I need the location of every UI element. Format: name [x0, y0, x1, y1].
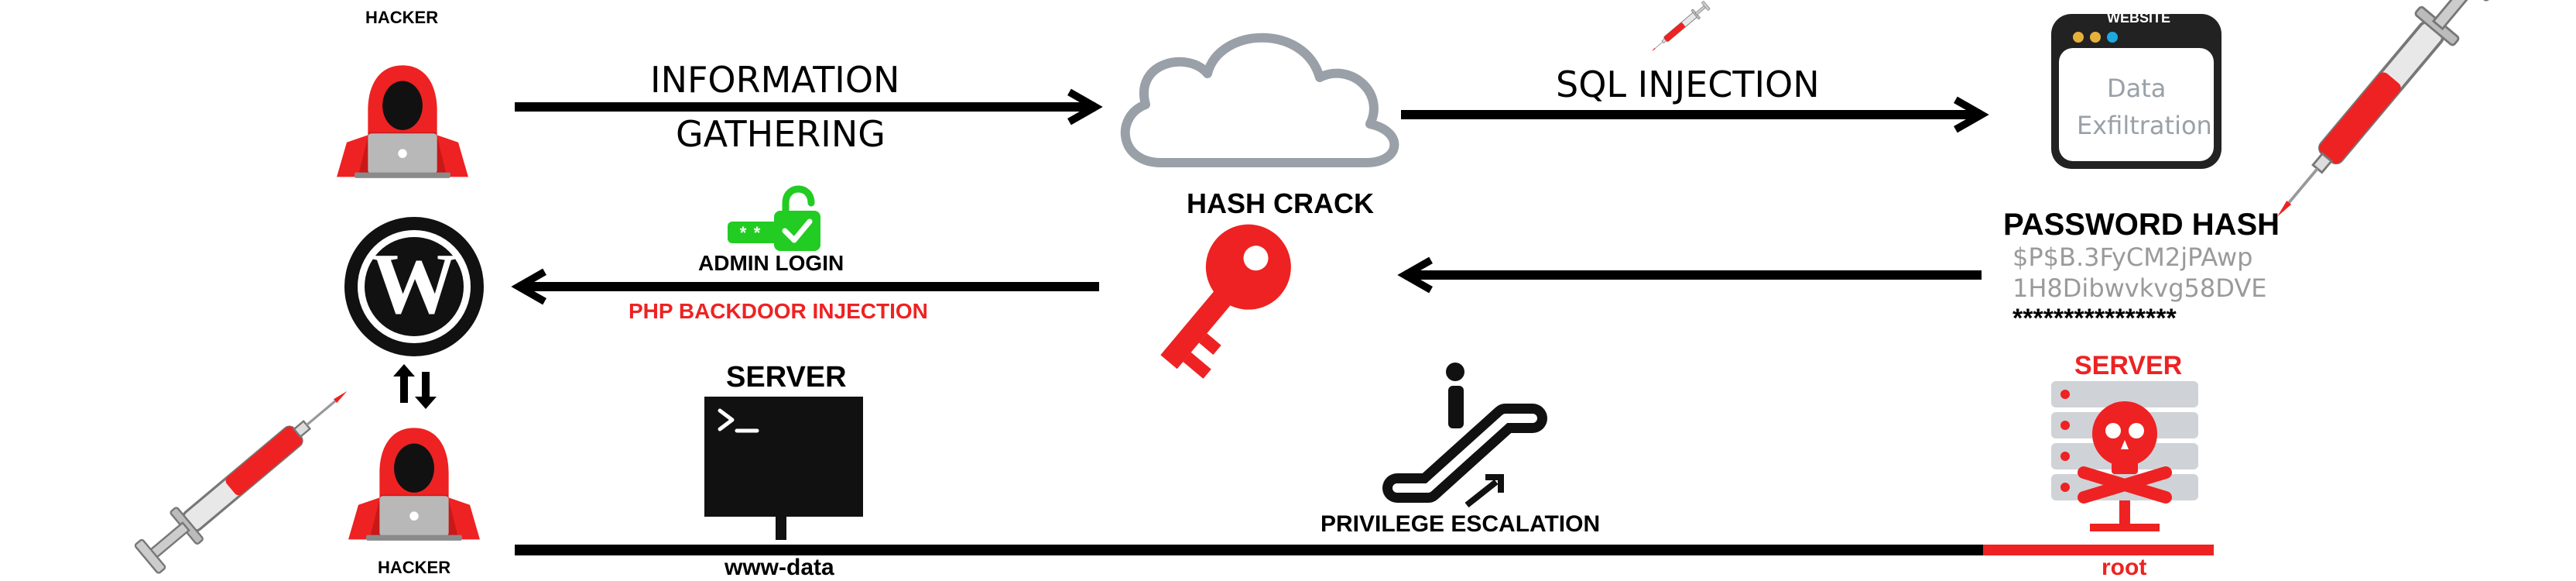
terminal-icon — [704, 397, 863, 540]
info-gathering-label: INFORMATION — [650, 59, 900, 101]
server-right-label: SERVER — [2074, 351, 2183, 380]
svg-text:*: * — [754, 223, 761, 242]
server-skull-icon — [2051, 381, 2198, 531]
hacker-bottom-label: HACKER — [378, 558, 451, 577]
wordpress-icon: W — [344, 217, 484, 356]
syringe-icon — [2256, 0, 2498, 235]
info-gathering-label-line2: GATHERING — [676, 113, 886, 155]
root-label: root — [2102, 555, 2147, 580]
website-text-line2: Exfiltration — [2077, 111, 2212, 140]
website-title: WEBSITE — [2107, 10, 2171, 26]
unlock-icon: * * — [728, 185, 820, 251]
password-hash-line1: $P$B.3FyCM2jPAwp — [2012, 242, 2253, 272]
password-hash-masked: **************** — [2012, 304, 2177, 333]
hash-crack-label: HASH CRACK — [1187, 187, 1374, 219]
svg-text:W: W — [371, 236, 457, 332]
password-hash-line2: 1H8Dibwvkvg58DVE — [2012, 273, 2267, 303]
key-icon — [1160, 224, 1291, 379]
privilege-escalation-label: PRIVILEGE ESCALATION — [1321, 511, 1601, 537]
php-backdoor-label: PHP BACKDOOR INJECTION — [629, 299, 928, 323]
cloud-icon — [1120, 33, 1399, 167]
admin-login-label: ADMIN LOGIN — [698, 251, 844, 275]
escalator-icon — [1382, 363, 1547, 508]
password-hash-title: PASSWORD HASH — [2003, 208, 2280, 242]
sql-injection-label: SQL INJECTION — [1556, 64, 1820, 105]
syringe-icon — [132, 373, 362, 577]
hacker-top-label: HACKER — [365, 8, 439, 27]
website-text-line1: Data — [2107, 74, 2167, 103]
bidirectional-arrows-icon — [393, 364, 437, 409]
server-left-label: SERVER — [726, 361, 847, 394]
www-data-label: www-data — [724, 555, 834, 580]
hacker-icon — [337, 65, 468, 178]
hacker-icon — [348, 428, 480, 541]
syringe-icon — [1647, 0, 1711, 57]
browser-window-icon — [2051, 14, 2221, 169]
svg-text:*: * — [740, 223, 747, 242]
